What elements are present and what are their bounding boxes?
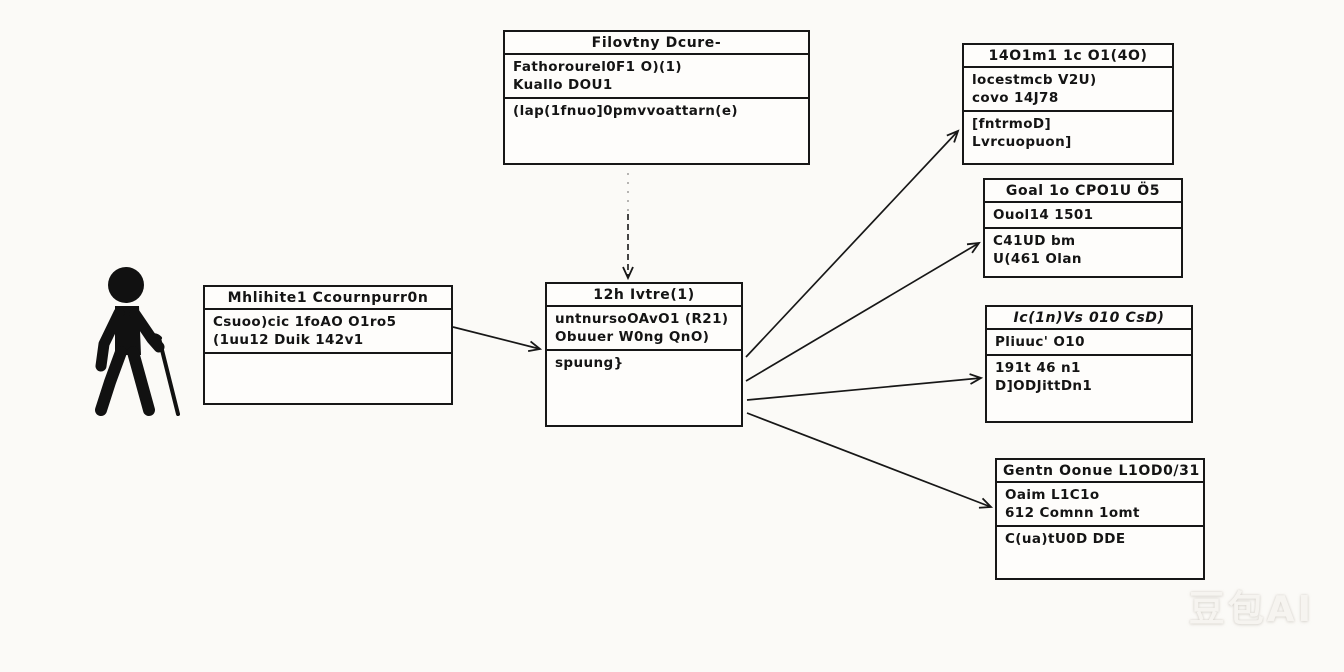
attribute-line: Pliuuc' O10 [995,334,1085,350]
method-line: spuung} [555,355,624,371]
method-line: C(ua)tU0D DDE [1005,531,1126,547]
class-attributes: Fathorourel0F1 O)(1) Kuallo DOU1 [505,55,808,99]
method-line: 191t 46 n1 [995,360,1081,376]
class-title: Mhlihite1 Ccournpurr0n [205,287,451,310]
class-attributes: Ouol14 1501 [985,203,1181,229]
class-title: Ic(1n)Vs 010 CsD) [987,307,1191,330]
class-methods: [fntrmoD] Lvrcuopuon] [964,112,1172,163]
arrow-center-to-right2 [745,241,981,382]
class-title: 14O1m1 1c O1(4O) [964,45,1172,68]
class-methods: C(ua)tU0D DDE [997,527,1203,578]
class-box-right-2: Goal 1o CPO1U Ö5 Ouol14 1501 C41UD bm U(… [983,178,1183,278]
arrow-left-to-center [452,326,543,353]
attribute-line: Fathorourel0F1 O)(1) [513,59,682,75]
class-title: Filovtny Dcure- [505,32,808,55]
attribute-line: covo 14J78 [972,90,1059,106]
class-box-center: 12h Ivtre(1) untnursoOAvO1 (R21) Obuuer … [545,282,743,427]
class-attributes: Csuoo)cic 1foAO O1ro5 (1uu12 Duik 142v1 [205,310,451,354]
method-line: U(461 Olan [993,251,1082,267]
arrow-center-to-right3 [746,373,984,401]
attribute-line: locestmcb V2U) [972,72,1097,88]
class-attributes: Oaim L1C1o 612 Comnn 1omt [997,483,1203,527]
class-box-left: Mhlihite1 Ccournpurr0n Csuoo)cic 1foAO O… [203,285,453,405]
class-box-right-3: Ic(1n)Vs 010 CsD) Pliuuc' O10 191t 46 n1… [985,305,1193,423]
attribute-line: Ouol14 1501 [993,207,1094,223]
class-title: Gentn Oonue L1OD0/31 [997,460,1203,483]
attribute-line: 612 Comnn 1omt [1005,505,1140,521]
person-with-cane-icon [95,267,180,416]
class-attributes: locestmcb V2U) covo 14J78 [964,68,1172,112]
method-line: [fntrmoD] [972,116,1052,132]
method-line: D]ODJittDn1 [995,378,1093,394]
attribute-line: Kuallo DOU1 [513,77,613,93]
class-box-top: Filovtny Dcure- Fathorourel0F1 O)(1) Kua… [503,30,810,165]
class-attributes: untnursoOAvO1 (R21) Obuuer W0ng QnO) [547,307,741,351]
class-methods: 191t 46 n1 D]ODJittDn1 [987,356,1191,421]
class-title: Goal 1o CPO1U Ö5 [985,180,1181,203]
method-line: Lvrcuopuon] [972,134,1072,150]
attribute-line: Csuoo)cic 1foAO O1ro5 [213,314,397,330]
attribute-line: Obuuer W0ng QnO) [555,329,710,345]
watermark: 豆包AI [1188,589,1314,630]
attribute-line: (1uu12 Duik 142v1 [213,332,364,348]
method-line: C41UD bm [993,233,1076,249]
class-box-right-4: Gentn Oonue L1OD0/31 Oaim L1C1o 612 Comn… [995,458,1205,580]
class-methods: (lap(1fnuo]0pmvvoattarn(e) [505,99,808,163]
class-methods [205,354,451,403]
class-title: 12h Ivtre(1) [547,284,741,307]
attribute-line: untnursoOAvO1 (R21) [555,311,729,327]
class-methods: spuung} [547,351,741,425]
class-box-right-1: 14O1m1 1c O1(4O) locestmcb V2U) covo 14J… [962,43,1174,165]
arrow-center-to-right4 [746,412,994,509]
class-attributes: Pliuuc' O10 [987,330,1191,356]
class-methods: C41UD bm U(461 Olan [985,229,1181,276]
method-line: (lap(1fnuo]0pmvvoattarn(e) [513,103,738,119]
attribute-line: Oaim L1C1o [1005,487,1100,503]
